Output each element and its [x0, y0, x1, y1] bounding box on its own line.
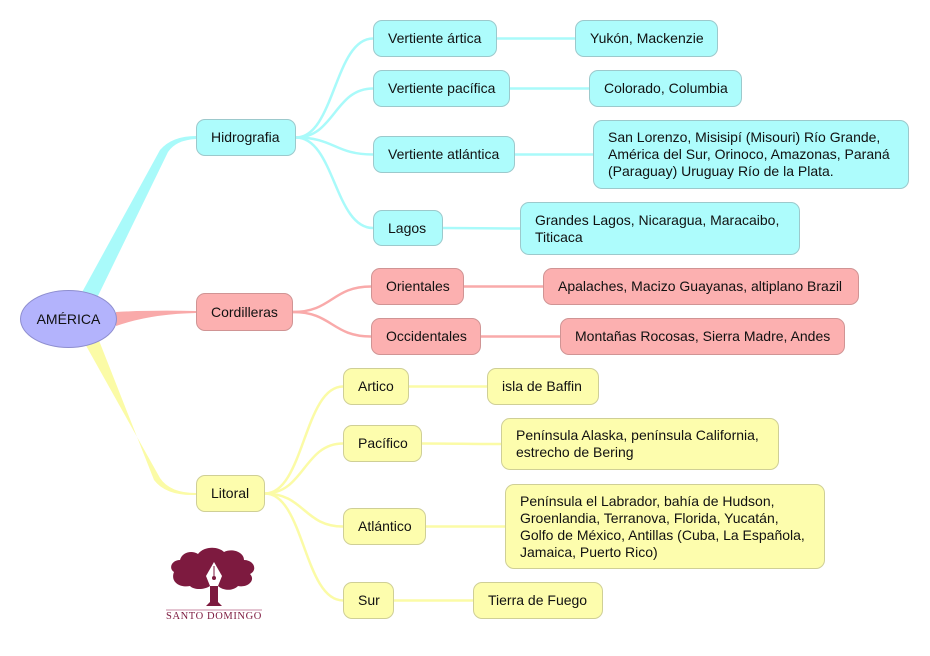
detail-occidentales[interactable]: Montañas Rocosas, Sierra Madre, Andes [560, 318, 845, 355]
link-root-cordilleras [116, 310, 196, 326]
node-atlantico[interactable]: Atlántico [343, 508, 426, 545]
link-branch-cordilleras-node-orientales [291, 285, 373, 314]
link-branch-hidrografia-node-vertiente-pacifica [294, 87, 375, 139]
detail-lagos[interactable]: Grandes Lagos, Nicaragua, Maracaibo, Tit… [520, 202, 800, 255]
node-label: Orientales [386, 278, 450, 294]
node-label: Vertiente atlántica [388, 146, 500, 162]
detail-text: Tierra de Fuego [488, 592, 588, 608]
node-label: Lagos [388, 219, 427, 236]
node-label: Atlántico [358, 518, 412, 534]
detail-atlantico[interactable]: Península el Labrador, bahía de Hudson, … [505, 484, 825, 569]
root-node[interactable]: AMÉRICA [20, 290, 117, 348]
node-artico[interactable]: Artico [343, 368, 409, 405]
logo-text: SANTO DOMINGO [166, 611, 262, 622]
branch-label: Hidrografia [211, 129, 280, 145]
detail-artico[interactable]: isla de Baffin [487, 368, 599, 405]
detail-vertiente-pacifica[interactable]: Colorado, Columbia [589, 70, 742, 107]
node-orientales[interactable]: Orientales [371, 268, 464, 305]
node-label: Pacífico [358, 435, 408, 451]
link-node-pacifico-detail-pacifico [420, 442, 503, 446]
detail-text: Yukón, Mackenzie [590, 30, 704, 46]
detail-orientales[interactable]: Apalaches, Macizo Guayanas, altiplano Br… [543, 268, 859, 305]
branch-cordilleras[interactable]: Cordilleras [196, 293, 293, 331]
node-label: Vertiente pacífica [388, 80, 496, 96]
detail-text: Península Alaska, península California, … [516, 427, 759, 460]
link-branch-hidrografia-node-vertiente-atlantica [294, 136, 375, 156]
node-label: Occidentales [386, 328, 467, 344]
detail-text: Colorado, Columbia [604, 80, 728, 96]
link-branch-litoral-node-atlantico [263, 492, 345, 528]
link-node-lagos-detail-lagos [441, 226, 522, 230]
node-lagos[interactable]: Lagos [373, 210, 443, 246]
link-branch-hidrografia-node-lagos [294, 136, 375, 230]
node-vertiente-pacifica[interactable]: Vertiente pacífica [373, 70, 510, 107]
santo-domingo-logo [166, 547, 262, 611]
detail-text: Apalaches, Macizo Guayanas, altiplano Br… [558, 278, 843, 294]
root-label: AMÉRICA [36, 311, 101, 327]
detail-text: Grandes Lagos, Nicaragua, Maracaibo, Tit… [535, 211, 780, 245]
node-pacifico[interactable]: Pacífico [343, 425, 422, 462]
detail-text: Montañas Rocosas, Sierra Madre, Andes [575, 328, 831, 344]
branch-label: Litoral [211, 485, 250, 501]
link-branch-cordilleras-node-occidentales [291, 310, 373, 338]
link-root-hidrografia [80, 136, 196, 300]
node-vertiente-atlantica[interactable]: Vertiente atlántica [373, 136, 515, 173]
branch-litoral[interactable]: Litoral [196, 475, 265, 512]
detail-vertiente-artica[interactable]: Yukón, Mackenzie [575, 20, 718, 57]
detail-text: isla de Baffin [502, 378, 582, 394]
node-vertiente-artica[interactable]: Vertiente ártica [373, 20, 497, 57]
node-occidentales[interactable]: Occidentales [371, 318, 481, 355]
link-branch-litoral-node-sur [263, 492, 345, 602]
detail-vertiente-atlantica[interactable]: San Lorenzo, Misisipí (Misouri) Río Gran… [593, 120, 909, 189]
link-branch-litoral-node-pacifico [263, 442, 345, 495]
node-label: Vertiente ártica [388, 30, 482, 46]
node-label: Sur [358, 592, 380, 608]
detail-pacifico[interactable]: Península Alaska, península California, … [501, 418, 779, 470]
pen-nib-icon [206, 562, 222, 586]
branch-label: Cordilleras [211, 303, 278, 320]
detail-sur[interactable]: Tierra de Fuego [473, 582, 603, 619]
link-branch-hidrografia-node-vertiente-artica [294, 37, 375, 139]
link-root-litoral [84, 338, 196, 496]
node-label: Artico [358, 378, 394, 394]
node-sur[interactable]: Sur [343, 582, 394, 619]
link-branch-litoral-node-artico [263, 385, 345, 495]
detail-text: Península el Labrador, bahía de Hudson, … [520, 492, 805, 560]
branch-hidrografia[interactable]: Hidrografia [196, 119, 296, 156]
detail-text: San Lorenzo, Misisipí (Misouri) Río Gran… [608, 129, 890, 179]
